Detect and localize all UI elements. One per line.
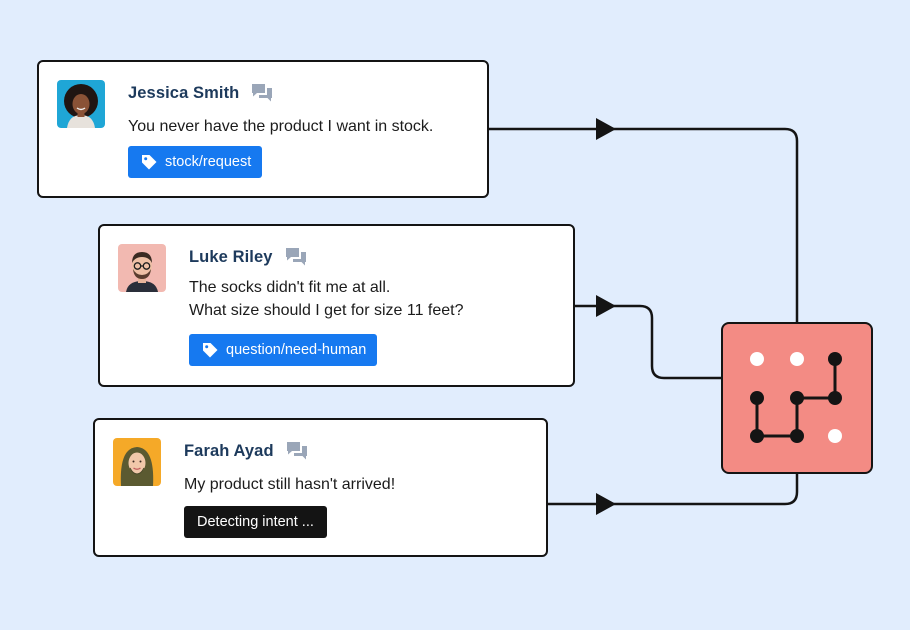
- message-text: You never have the product I want in sto…: [128, 115, 433, 138]
- connector-luke: [570, 304, 721, 380]
- message-card-luke: Luke Riley The socks didn't fit me at al…: [98, 224, 575, 387]
- sender-row: Farah Ayad: [184, 441, 308, 461]
- chat-bubbles-icon: [285, 248, 306, 266]
- message-text: My product still hasn't arrived!: [184, 473, 395, 496]
- avatar: [118, 244, 166, 292]
- sender-name: Jessica Smith: [128, 83, 240, 102]
- arrow-luke: [596, 295, 616, 317]
- message-line: What size should I get for size 11 feet?: [189, 302, 464, 319]
- tag-label: question/need-human: [226, 342, 367, 358]
- detecting-intent-badge: Detecting intent ...: [184, 506, 327, 538]
- message-card-farah: Farah Ayad My product still hasn't arriv…: [93, 418, 548, 557]
- sender-row: Jessica Smith: [128, 83, 273, 103]
- chat-bubbles-icon: [286, 442, 307, 460]
- tag-icon: [203, 343, 218, 358]
- connector-jessica: [489, 127, 799, 322]
- tag-label: Detecting intent ...: [197, 514, 314, 530]
- arrow-farah: [596, 493, 616, 515]
- message-line: My product still hasn't arrived!: [184, 476, 396, 493]
- chat-bubbles-icon: [252, 84, 273, 102]
- avatar: [57, 80, 105, 128]
- tag-label: stock/request: [165, 154, 252, 170]
- message-line: The socks didn't fit me at all.: [189, 279, 391, 296]
- avatar: [113, 438, 161, 486]
- node-grid-icon: [750, 352, 842, 443]
- connector-farah: [548, 474, 799, 506]
- sender-name: Farah Ayad: [184, 441, 274, 460]
- tag-icon: [142, 155, 157, 170]
- message-line: You never have the product I want in sto…: [128, 118, 434, 135]
- intent-router: [721, 322, 873, 474]
- intent-tag[interactable]: question/need-human: [189, 334, 378, 366]
- intent-tag[interactable]: stock/request: [128, 146, 263, 178]
- sender-name: Luke Riley: [189, 247, 273, 266]
- message-text: The socks didn't fit me at all. What siz…: [189, 276, 464, 322]
- arrow-jessica: [596, 118, 616, 140]
- message-card-jessica: Jessica Smith You never have the product…: [37, 60, 489, 198]
- sender-row: Luke Riley: [189, 247, 307, 267]
